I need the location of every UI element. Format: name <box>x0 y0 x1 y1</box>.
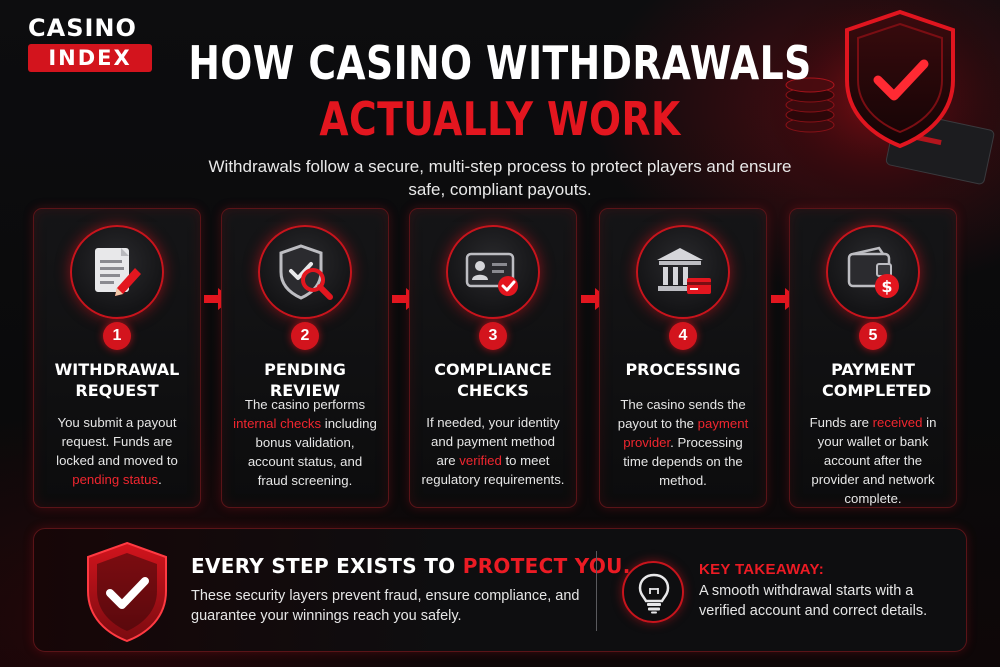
step-card-processing: 4 PROCESSING The casino sends the payout… <box>599 208 767 508</box>
banner-text: These security layers prevent fraud, ens… <box>191 588 580 624</box>
step-number-badge: 2 <box>291 322 319 350</box>
shield-magnifier-icon <box>279 244 333 300</box>
step-number-badge: 5 <box>859 322 887 350</box>
step-icon-circle <box>446 225 540 319</box>
svg-text:$: $ <box>881 277 892 296</box>
id-card-check-icon <box>465 252 518 296</box>
withdrawal-steps: 1 WITHDRAWAL REQUEST You submit a payout… <box>33 208 967 508</box>
step-number-badge: 4 <box>669 322 697 350</box>
key-takeaway-title: KEY TAKEAWAY: <box>699 561 825 578</box>
logo-word-index: INDEX <box>28 44 152 72</box>
step-highlight: pending status <box>72 472 159 487</box>
page-subtitle: Withdrawals follow a secure, multi-step … <box>208 157 792 199</box>
lightbulb-icon-circle <box>622 561 684 623</box>
hero-shield-chips-icon <box>770 0 1000 210</box>
step-title: COMPLIANCE CHECKS <box>434 360 552 400</box>
step-icon-circle <box>70 225 164 319</box>
step-icon-circle <box>258 225 352 319</box>
step-description: Funds are received in your wallet or ban… <box>809 415 937 506</box>
document-pen-icon <box>95 248 141 296</box>
step-highlight: internal checks <box>233 416 322 431</box>
protection-banner: EVERY STEP EXISTS TO PROTECT YOU. These … <box>33 528 967 652</box>
step-highlight: received <box>872 415 923 430</box>
step-card-payment-completed: $ 5 PAYMENT COMPLETED Funds are received… <box>789 208 957 508</box>
shield-check-icon <box>87 541 167 643</box>
lightbulb-icon <box>638 573 670 614</box>
key-takeaway-text: A smooth withdrawal starts with a verifi… <box>699 583 928 619</box>
step-title: PAYMENT COMPLETED <box>822 360 932 400</box>
step-highlight: payment provider <box>623 416 749 450</box>
banner-headline: EVERY STEP EXISTS TO PROTECT YOU. <box>191 554 631 578</box>
step-icon-circle <box>636 225 730 319</box>
step-title: PROCESSING <box>625 360 741 379</box>
step-icon-circle: $ <box>826 225 920 319</box>
step-card-pending-review: 2 PENDING REVIEW The casino performs int… <box>221 208 389 508</box>
page-title-line-1: HOW CASINO WITHDRAWALS <box>188 36 812 90</box>
step-description: If needed, your identity and payment met… <box>421 415 565 487</box>
step-highlight: verified <box>459 453 502 468</box>
logo-word-casino: CASINO <box>28 14 137 42</box>
step-number-badge: 3 <box>479 322 507 350</box>
step-card-withdrawal-request: 1 WITHDRAWAL REQUEST You submit a payout… <box>33 208 201 508</box>
step-description: The casino performs internal checks incl… <box>233 397 377 488</box>
step-title: PENDING REVIEW <box>264 360 346 400</box>
casino-index-logo: CASINO INDEX <box>28 14 156 72</box>
bank-card-icon <box>657 248 711 294</box>
page-title-line-2: ACTUALLY WORK <box>319 92 681 146</box>
step-description: The casino sends the payout to the payme… <box>617 397 749 488</box>
wallet-dollar-icon: $ <box>847 246 899 298</box>
step-title: WITHDRAWAL REQUEST <box>54 360 180 400</box>
step-description: You submit a payout request. Funds are l… <box>56 415 178 487</box>
step-card-compliance-checks: 3 COMPLIANCE CHECKS If needed, your iden… <box>409 208 577 508</box>
banner-divider <box>596 551 597 631</box>
step-number-badge: 1 <box>103 322 131 350</box>
